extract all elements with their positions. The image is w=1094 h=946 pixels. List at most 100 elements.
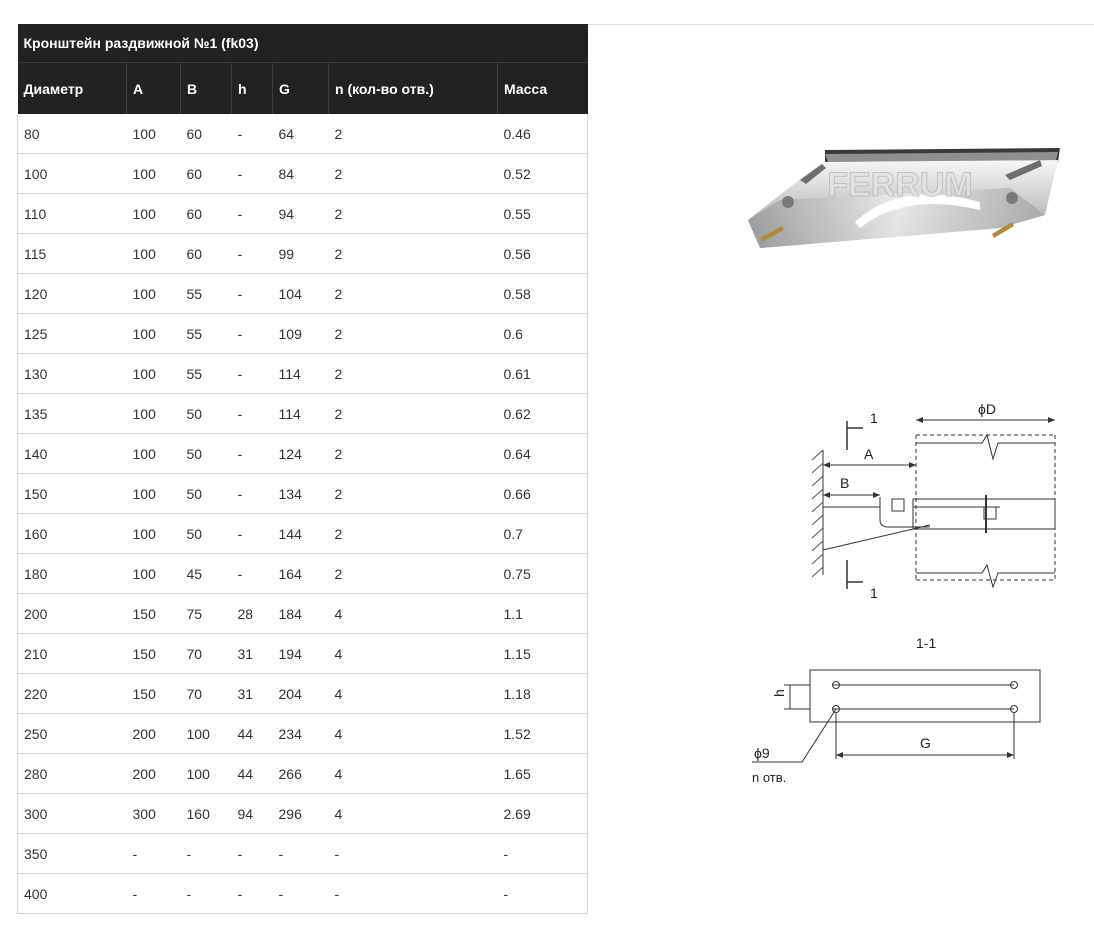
top-divider: [586, 24, 1094, 25]
table-cell: 100: [126, 473, 181, 514]
table-cell: 64: [272, 114, 329, 154]
table-cell: 0.61: [497, 353, 589, 394]
table-cell: 2: [328, 273, 498, 314]
dim-d-label: ϕD: [978, 401, 996, 417]
table-cell: -: [231, 114, 273, 154]
table-cell: 94: [231, 793, 273, 834]
dim-h-label: h: [771, 689, 787, 697]
table-cell: 266: [272, 753, 329, 794]
table-cell: 2.69: [497, 793, 589, 834]
table-cell: 184: [272, 593, 329, 634]
table-cell: 114: [272, 393, 329, 434]
bracket-photo: FERRUM: [748, 148, 1060, 248]
table-cell: 100: [126, 114, 181, 154]
table-cell: 0.46: [497, 114, 589, 154]
table-cell: 2: [328, 473, 498, 514]
table-cell: 60: [180, 153, 232, 194]
section-title: 1-1: [916, 635, 936, 651]
table-cell: 130: [17, 353, 127, 394]
table-cell: 60: [180, 114, 232, 154]
brand-watermark: FERRUM: [827, 166, 972, 204]
table-cell: 194: [272, 633, 329, 674]
table-cell: 44: [231, 713, 273, 754]
dim-g-label: G: [920, 735, 931, 751]
table-cell: 2: [328, 553, 498, 594]
table-cell: -: [272, 833, 329, 874]
table-cell: -: [231, 393, 273, 434]
table-row: 350------: [17, 833, 589, 874]
break-line-bottom: [916, 563, 1055, 589]
table-cell: 120: [17, 273, 127, 314]
table-cell: 160: [17, 513, 127, 554]
table-cell: 160: [180, 793, 232, 834]
table-cell: 50: [180, 473, 232, 514]
table-cell: 100: [126, 233, 181, 274]
table-cell: 31: [231, 633, 273, 674]
pipe-outline: [915, 434, 1056, 581]
table-cell: 200: [126, 713, 181, 754]
table-cell: 0.52: [497, 153, 589, 194]
table-cell: 60: [180, 233, 232, 274]
table-cell: 100: [126, 273, 181, 314]
table-cell: 50: [180, 393, 232, 434]
table-cell: 4: [328, 753, 498, 794]
table-cell: 1.18: [497, 673, 589, 714]
table-cell: 109: [272, 313, 329, 354]
hole-icon: [1010, 705, 1018, 713]
table-cell: 280: [17, 753, 127, 794]
table-cell: 100: [17, 153, 127, 194]
table-cell: 0.75: [497, 553, 589, 594]
table-cell: 2: [328, 513, 498, 554]
table-cell: 50: [180, 513, 232, 554]
table-cell: 84: [272, 153, 329, 194]
table-cell: 2: [328, 433, 498, 474]
table-cell: -: [231, 513, 273, 554]
table-cell: 0.6: [497, 313, 589, 354]
table-cell: -: [231, 153, 273, 194]
table-cell: 100: [126, 313, 181, 354]
table-cell: 100: [126, 353, 181, 394]
table-cell: 2: [328, 153, 498, 194]
break-line-top: [916, 433, 1055, 461]
table-cell: 45: [180, 553, 232, 594]
table-cell: -: [126, 833, 181, 874]
table-cell: 44: [231, 753, 273, 794]
table-cell: 4: [328, 673, 498, 714]
table-cell: -: [180, 873, 232, 914]
table-cell: 114: [272, 353, 329, 394]
table-cell: -: [328, 873, 498, 914]
table-cell: 50: [180, 433, 232, 474]
table-cell: -: [231, 353, 273, 394]
table-cell: -: [231, 553, 273, 594]
table-cell: 2: [328, 233, 498, 274]
table-cell: -: [231, 833, 273, 874]
table-title: Кронштейн раздвижной №1 (fk03): [17, 24, 588, 63]
column-header: Диаметр: [17, 62, 127, 114]
table-cell: 135: [17, 393, 127, 434]
table-cell: -: [231, 873, 273, 914]
table-cell: 134: [272, 473, 329, 514]
column-header: A: [126, 62, 181, 114]
table-cell: 2: [328, 313, 498, 354]
table-cell: 300: [126, 793, 181, 834]
hole-diameter-label: ϕ9: [754, 745, 770, 761]
column-header: n (кол-во отв.): [328, 62, 498, 114]
technical-drawing: 1 1 ϕD A B 1-1 h G ϕ9 n отв.: [752, 401, 1056, 785]
table-cell: 2: [328, 393, 498, 434]
table-cell: 70: [180, 633, 232, 674]
table-cell: 350: [17, 833, 127, 874]
table-cell: -: [231, 193, 273, 234]
table-cell: 28: [231, 593, 273, 634]
bracket-profile: [822, 495, 1056, 551]
